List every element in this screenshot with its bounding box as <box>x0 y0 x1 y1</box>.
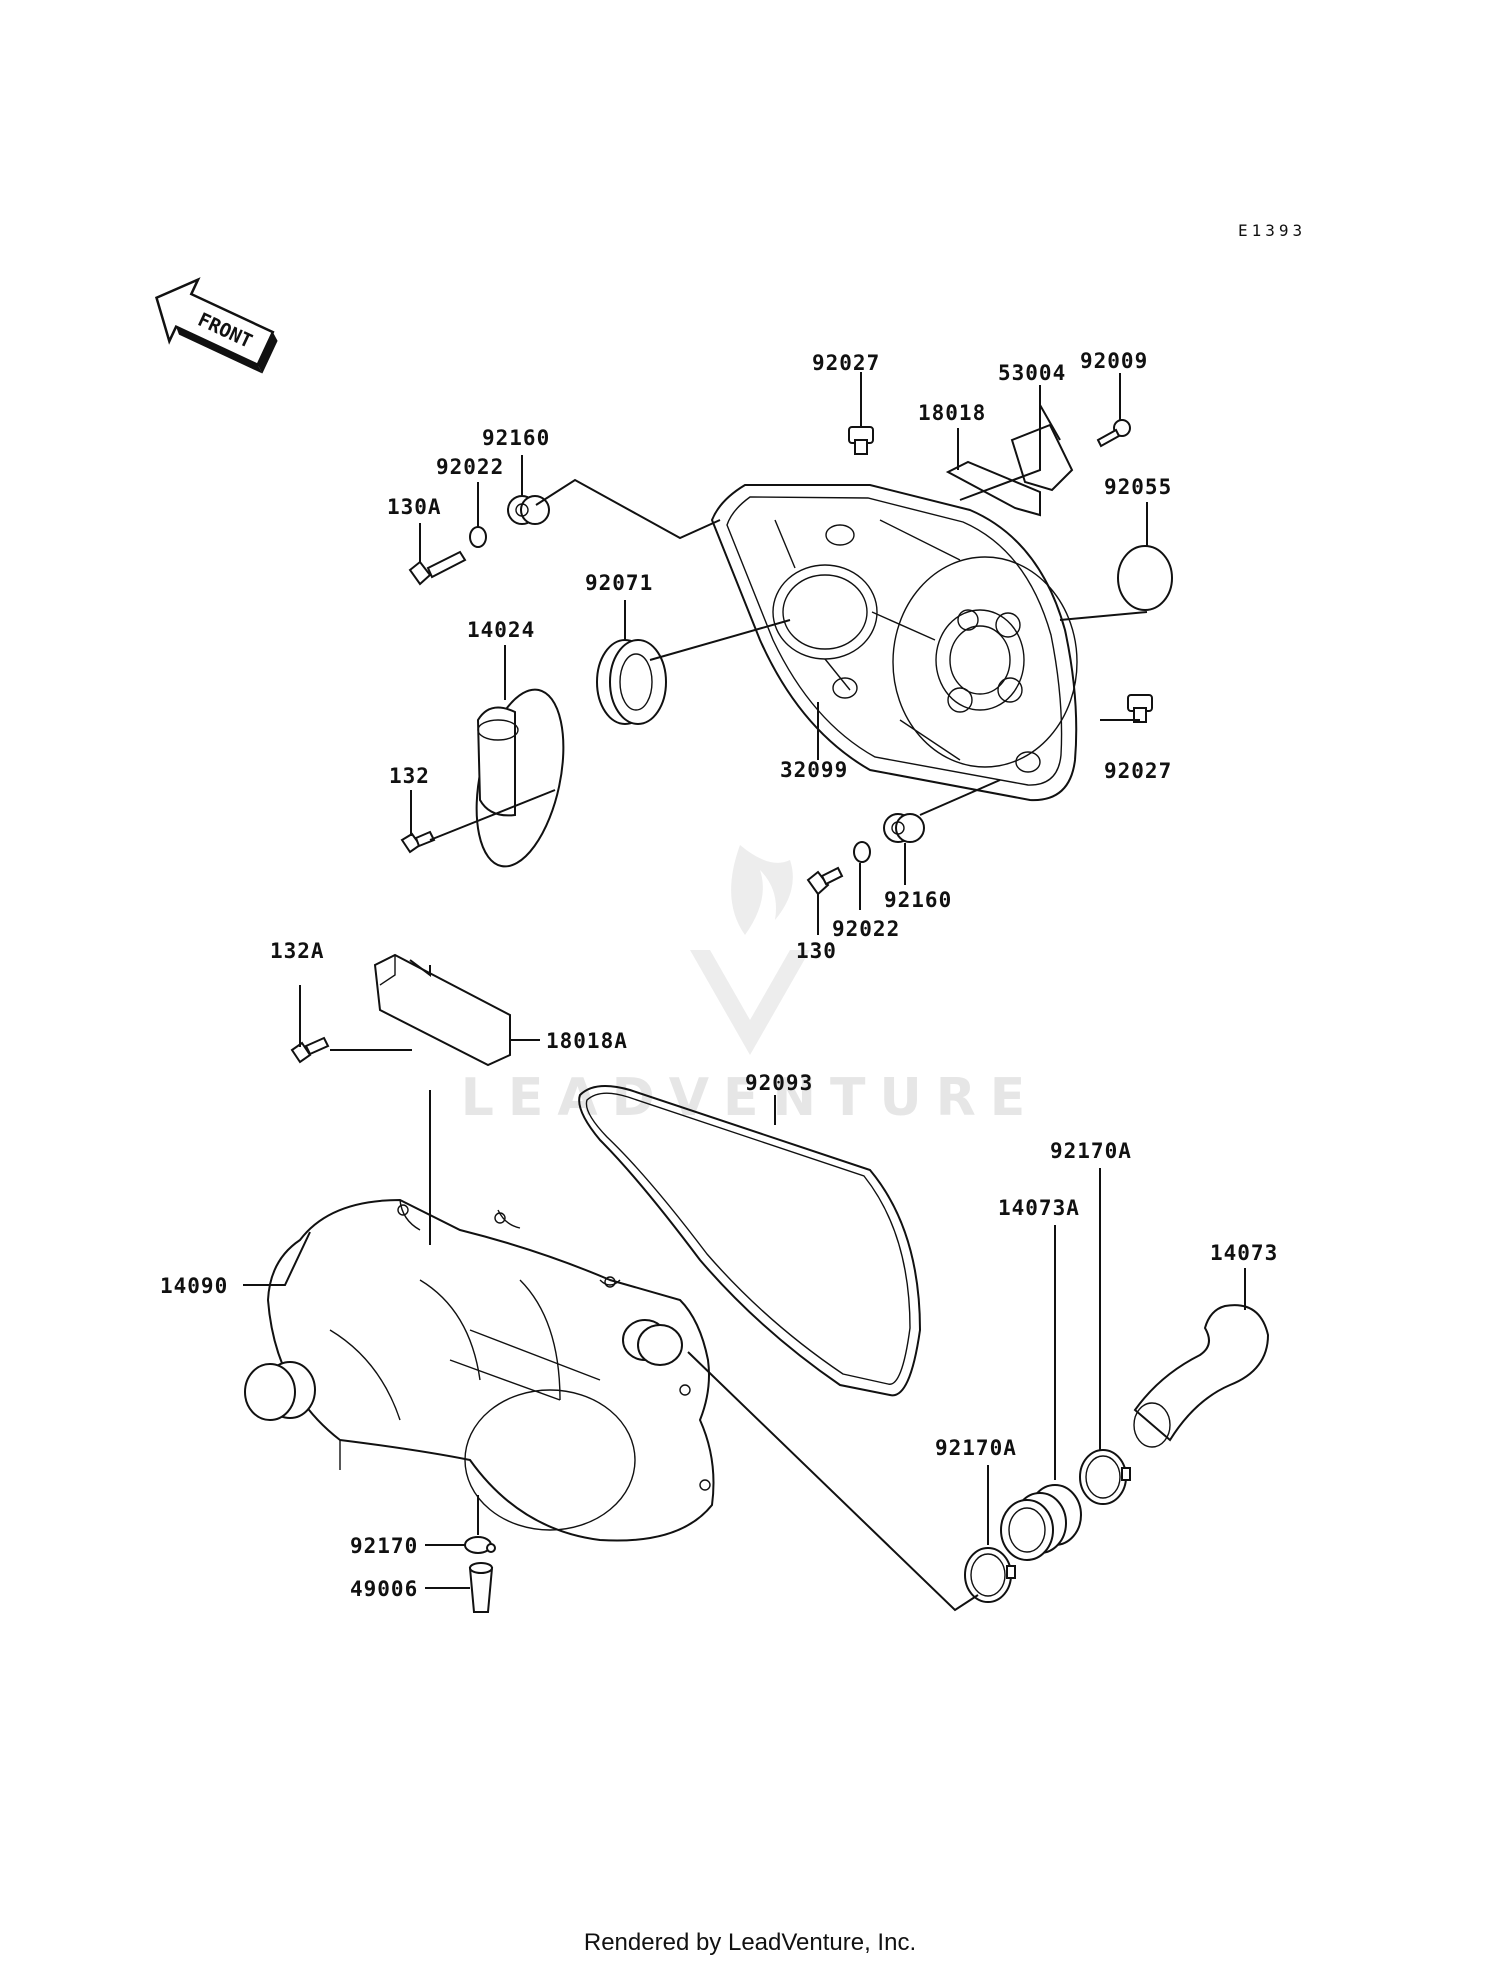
inner-cover-14090 <box>244 1198 715 1542</box>
label-92009: 92009 <box>1080 349 1148 373</box>
label-92022-bottom: 92022 <box>832 917 900 941</box>
label-92170: 92170 <box>350 1534 418 1558</box>
label-92071: 92071 <box>585 571 653 595</box>
label-49006: 49006 <box>350 1577 418 1601</box>
oring-92055 <box>1117 545 1173 611</box>
label-92027-top: 92027 <box>812 351 880 375</box>
label-92027-right: 92027 <box>1104 759 1172 783</box>
label-92160-top: 92160 <box>482 426 550 450</box>
clamp-92170 <box>464 1536 496 1554</box>
label-92170A-upper: 92170A <box>1050 1139 1132 1163</box>
footer-credit: Rendered by LeadVenture, Inc. <box>584 1929 916 1956</box>
boot-14073A <box>1000 1484 1082 1561</box>
label-92170A-lower: 92170A <box>935 1436 1017 1460</box>
drain-plug-49006 <box>468 1562 494 1613</box>
leadventure-watermark: LEADVENTURE <box>461 845 1040 1128</box>
clamp-92170A-lower <box>964 1547 1016 1603</box>
bolt-130A <box>408 550 467 586</box>
label-92160-bottom: 92160 <box>884 888 952 912</box>
label-32099: 32099 <box>780 758 848 782</box>
label-14090: 14090 <box>160 1274 228 1298</box>
label-92055: 92055 <box>1104 475 1172 499</box>
label-18018: 18018 <box>918 401 986 425</box>
label-14073: 14073 <box>1210 1241 1278 1265</box>
pin-92027-top <box>848 426 874 455</box>
label-132A: 132A <box>270 939 325 963</box>
clamp-92170A-upper <box>1079 1449 1131 1505</box>
pin-92027-right <box>1127 694 1153 723</box>
label-92093: 92093 <box>745 1071 813 1095</box>
cap-14024 <box>475 688 565 868</box>
plate-53004 <box>1010 423 1074 492</box>
duct-14073 <box>1133 1304 1270 1448</box>
bracket-18018 <box>945 460 1041 517</box>
diagram-code: E1393 <box>1238 221 1306 240</box>
label-132: 132 <box>389 764 430 788</box>
washer-92022-top <box>469 526 487 548</box>
label-14073A: 14073A <box>998 1196 1080 1220</box>
label-18018A: 18018A <box>546 1029 628 1053</box>
bolt-132 <box>400 830 436 854</box>
grommet-92160-bottom <box>883 813 925 843</box>
outer-cover-32099 <box>710 484 1078 802</box>
leader-lines <box>243 372 1246 1612</box>
front-arrow-icon: FRONT <box>154 277 278 374</box>
label-53004: 53004 <box>998 361 1066 385</box>
bolt-92009 <box>1096 419 1131 448</box>
label-130A: 130A <box>387 495 442 519</box>
label-14024: 14024 <box>467 618 535 642</box>
label-130: 130 <box>796 939 837 963</box>
watermark-text: LEADVENTURE <box>461 1068 1040 1128</box>
bracket-18018A <box>373 953 511 1067</box>
washer-92022-bottom <box>853 841 871 863</box>
seal-92071 <box>596 639 667 725</box>
bolt-132A <box>290 1036 330 1064</box>
grommet-92160-top <box>507 495 550 525</box>
gasket-92093 <box>578 1085 922 1397</box>
bolt-130 <box>806 866 844 896</box>
label-92022-top: 92022 <box>436 455 504 479</box>
